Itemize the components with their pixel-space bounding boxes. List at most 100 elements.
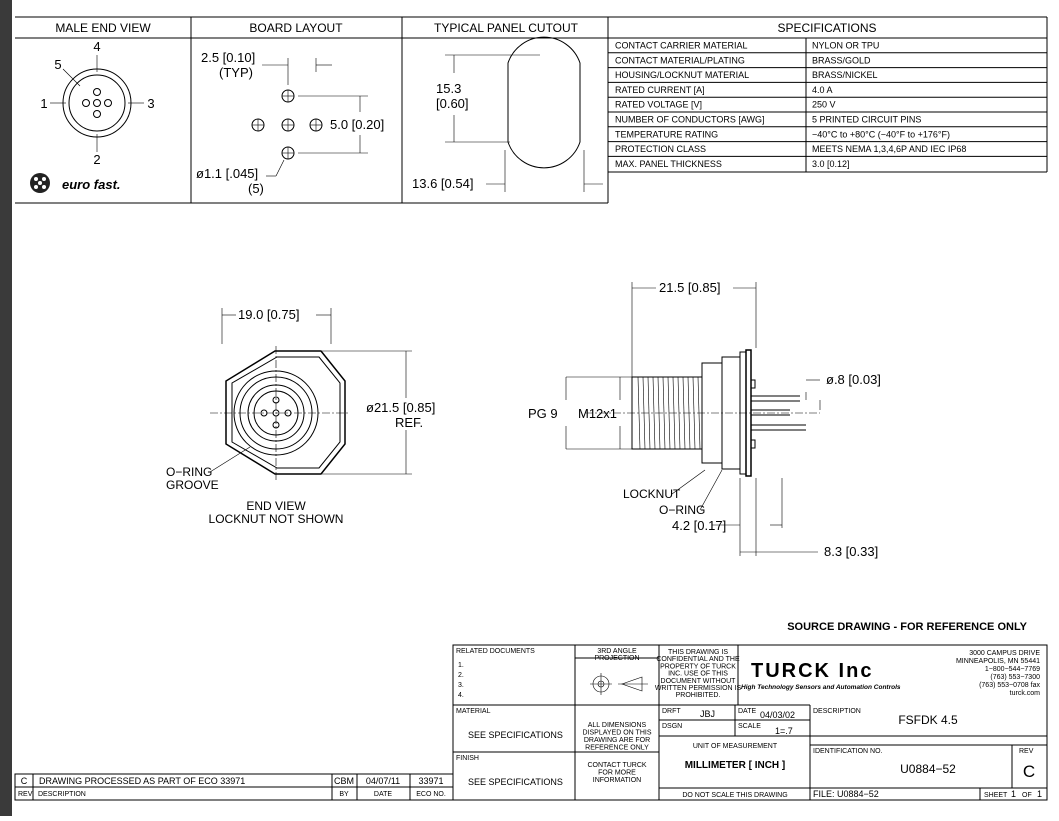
spec-value: 3.0 [0.12] — [812, 159, 850, 169]
description-label: DESCRIPTION — [813, 708, 861, 715]
confidential-text-line: INC. USE OF THIS — [668, 671, 728, 678]
header-panel-cutout: TYPICAL PANEL CUTOUT — [434, 21, 579, 35]
end-view-width: 19.0 [0.75] — [238, 307, 299, 322]
male-end-view: 4 5 1 3 2 euro fast. — [30, 39, 155, 193]
oring-groove-label-1: O−RING — [166, 465, 212, 479]
locknut-label: LOCKNUT — [623, 487, 681, 501]
scale-label: SCALE — [738, 723, 761, 730]
title-block: RELATED DOCUMENTS 1. 2. 3. 4. 3RD ANGLE … — [452, 644, 1048, 801]
spec-value: 250 V — [812, 100, 836, 110]
eurofast-logo: euro fast. — [30, 173, 121, 193]
dimension-8-3: 8.3 [0.33] — [824, 544, 878, 559]
spec-label: PROTECTION CLASS — [615, 144, 706, 154]
date-value: 04/03/02 — [760, 710, 795, 720]
spec-value: MEETS NEMA 1,3,4,6P AND IEC IP68 — [812, 144, 966, 154]
spec-value: BRASS/GOLD — [812, 55, 871, 65]
id-value: U0884−52 — [900, 762, 956, 776]
confidential-text-line: DOCUMENT WITHOUT — [661, 678, 737, 685]
end-view-caption-1: END VIEW — [246, 499, 306, 513]
address-text-line: MINNEAPOLIS, MN 55441 — [956, 658, 1040, 665]
pin-label-3: 3 — [147, 96, 154, 111]
related-item-1: 1. — [458, 662, 464, 669]
top-header-band: MALE END VIEW BOARD LAYOUT TYPICAL PANEL… — [15, 16, 1047, 204]
contact-note-line: INFORMATION — [593, 777, 641, 784]
revision-date: 04/07/11 — [366, 776, 400, 786]
material-value: SEE SPECIFICATIONS — [468, 730, 563, 740]
spec-value: −40°C to +80°C (−40°F to +176°F) — [812, 129, 950, 139]
description-value: FSFDK 4.5 — [898, 713, 958, 727]
id-label: IDENTIFICATION NO. — [813, 748, 883, 755]
company-tagline: High Technology Sensors and Automation C… — [741, 684, 901, 691]
pin-label-5: 5 — [54, 57, 61, 72]
sheet-edge — [0, 0, 12, 816]
confidential-text-line: PROHIBITED. — [676, 692, 721, 699]
revision-description: DRAWING PROCESSED AS PART OF ECO 33971 — [39, 776, 245, 786]
cutout-height-in: [0.60] — [436, 96, 469, 111]
confidential-text-line: PROPERTY OF TURCK — [660, 663, 736, 670]
eco-header: ECO NO. — [416, 791, 446, 798]
related-item-4: 4. — [458, 692, 464, 699]
cutout-width: 13.6 [0.54] — [412, 176, 473, 191]
related-docs-label: RELATED DOCUMENTS — [456, 648, 535, 655]
unit-label: UNIT OF MEASUREMENT — [693, 743, 778, 750]
m12-thread: M12x1 — [578, 406, 617, 421]
oring-groove-label-2: GROOVE — [166, 478, 219, 492]
sheet-value: 1 — [1011, 789, 1016, 799]
confidential-text-line: CONFIDENTIAL AND THE — [656, 656, 740, 663]
dims-note-line: ALL DIMENSIONS — [588, 722, 647, 729]
dsgn-label: DSGN — [662, 723, 682, 730]
header-male-end-view: MALE END VIEW — [55, 21, 151, 35]
confidential-text-line: THIS DRAWING IS — [668, 649, 728, 656]
description-header: DESCRIPTION — [38, 791, 86, 798]
dims-note-line: DISPLAYED ON THIS — [583, 730, 652, 737]
end-view-caption-2: LOCKNUT NOT SHOWN — [209, 512, 344, 526]
logo-text: euro fast. — [62, 177, 121, 192]
pitch-typ: (TYP) — [219, 65, 253, 80]
spec-label: HOUSING/LOCKNUT MATERIAL — [615, 70, 749, 80]
confidential-text-line: WRITTEN PERMISSION IS — [655, 685, 742, 692]
side-view-length: 21.5 [0.85] — [659, 280, 720, 295]
board-layout: 2.5 [0.10] (TYP) 5.0 [0.20] ø1.1 [.045] … — [196, 50, 384, 196]
spec-label: RATED CURRENT [A] — [615, 85, 705, 95]
panel-cutout: 15.3 [0.60] 13.6 [0.54] — [412, 36, 603, 192]
rev-header: REV — [18, 791, 33, 798]
address-text-line: 1−800−544−7769 — [985, 666, 1040, 673]
third-angle-projection-icon — [590, 673, 648, 695]
company-logo: TURCK Inc — [751, 660, 873, 682]
rev-value: C — [1023, 762, 1035, 781]
address-text-line: (763) 553−0708 fax — [979, 682, 1040, 689]
header-specifications: SPECIFICATIONS — [777, 21, 876, 35]
oring-label: O−RING — [659, 503, 705, 517]
sheet-label: SHEET — [984, 792, 1008, 799]
address-text-line: turck.com — [1010, 690, 1041, 697]
address-text-line: 3000 CAMPUS DRIVE — [969, 650, 1040, 657]
thread-line — [662, 376, 666, 450]
drft-value: JBJ — [700, 709, 715, 719]
hole-count: (5) — [248, 181, 264, 196]
pin-diameter: ø.8 [0.03] — [826, 372, 881, 387]
hole-diameter: ø1.1 [.045] — [196, 166, 258, 181]
material-label: MATERIAL — [456, 708, 491, 715]
drft-label: DRFT — [662, 708, 681, 715]
date-header: DATE — [374, 791, 392, 798]
spec-label: CONTACT CARRIER MATERIAL — [615, 41, 748, 51]
pitch-dimension: 2.5 [0.10] — [201, 50, 255, 65]
revision-by: CBM — [334, 776, 354, 786]
spec-label: MAX. PANEL THICKNESS — [615, 159, 722, 169]
no-scale-note: DO NOT SCALE THIS DRAWING — [682, 792, 787, 799]
file-label: FILE: U0884−52 — [813, 789, 879, 799]
header-board-layout: BOARD LAYOUT — [249, 21, 343, 35]
sheet-total: 1 — [1037, 789, 1042, 799]
contact-note-line: FOR MORE — [598, 770, 636, 777]
source-note: SOURCE DRAWING - FOR REFERENCE ONLY — [787, 621, 1027, 633]
rev-label: REV — [1019, 748, 1034, 755]
projection-line-2: PROJECTION — [594, 655, 639, 662]
related-item-3: 3. — [458, 682, 464, 689]
cutout-height-mm: 15.3 — [436, 81, 461, 96]
